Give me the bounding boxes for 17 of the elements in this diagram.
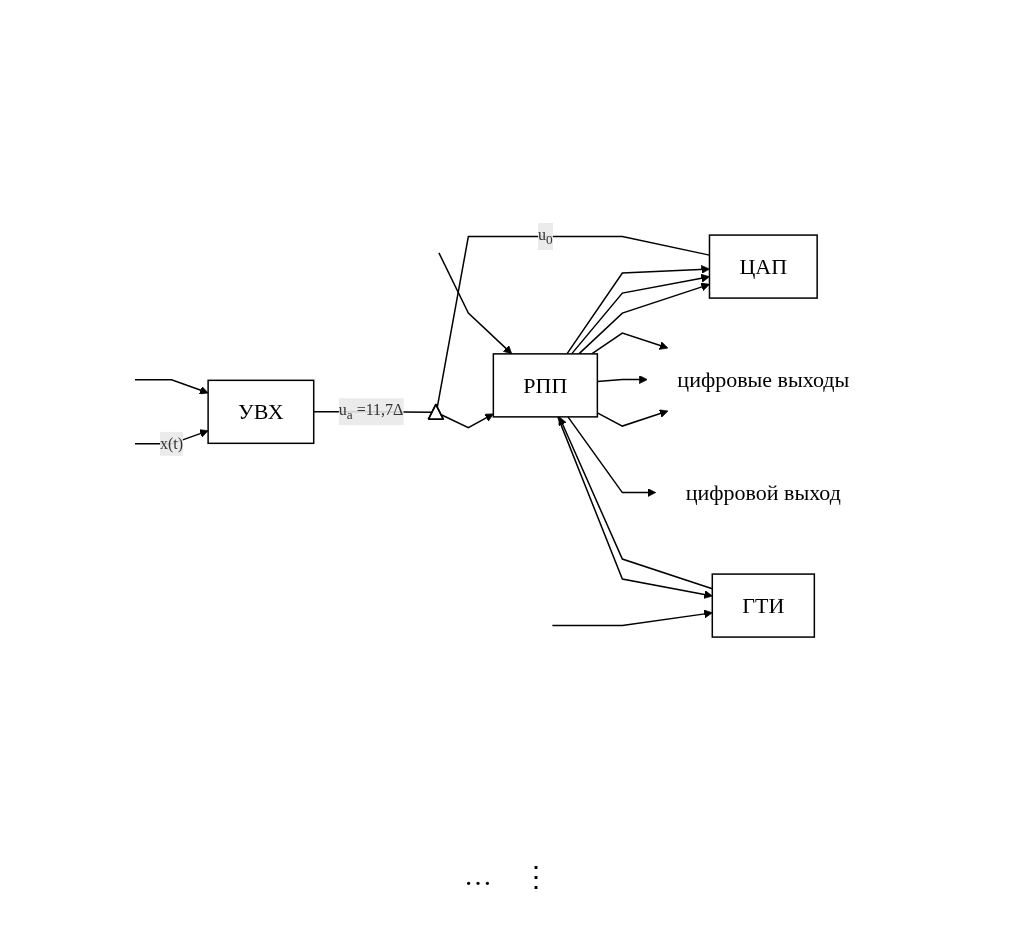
- ellipsis-note: …: [464, 860, 492, 893]
- node-box: УВХ: [207, 379, 315, 445]
- node-text: цифровой выход: [685, 480, 841, 506]
- arrow: [578, 282, 710, 355]
- arrow: [590, 332, 669, 355]
- edge-label: u$_{a}$ =11,7Δ: [338, 401, 404, 423]
- ellipsis-note: ⋮: [522, 860, 550, 893]
- arrow: [551, 609, 713, 627]
- node-text: цифровые выходы: [677, 367, 850, 393]
- arrow: [438, 252, 513, 355]
- node-box: ГТИ: [711, 573, 815, 638]
- node-box: РПП: [492, 353, 598, 418]
- edge-label: x(t): [159, 434, 183, 452]
- arrow: [567, 416, 656, 497]
- edge-label: u$_{0}$: [537, 225, 553, 248]
- arrow: [440, 413, 494, 429]
- node-box: ЦАП: [708, 234, 818, 299]
